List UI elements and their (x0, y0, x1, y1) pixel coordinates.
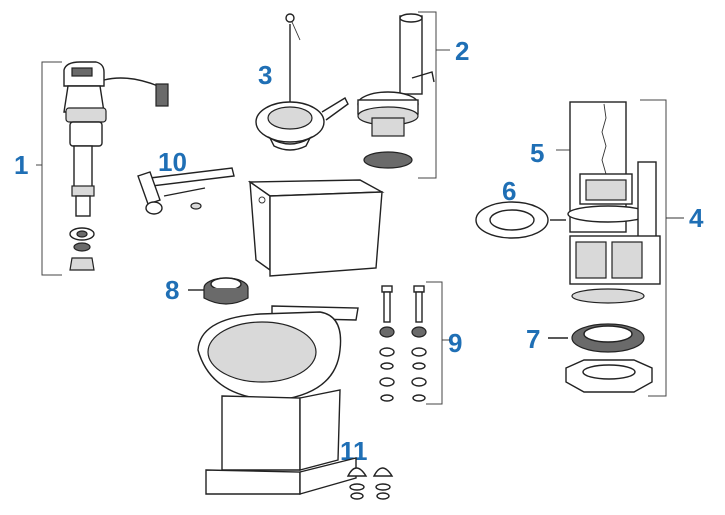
label-flush-valve: 2 (455, 36, 470, 66)
trip-lever-drawing (137, 167, 235, 215)
label-tank-to-bowl-gasket: 7 (526, 324, 541, 354)
bowl-drawing (197, 305, 359, 495)
label-canister-seal: 5 (530, 138, 545, 168)
label-flapper: 3 (258, 60, 273, 90)
tank-bolts-drawing (379, 281, 450, 405)
tank-drawing (247, 179, 385, 277)
tank-gasket-drawing (475, 201, 566, 239)
flapper-drawing (255, 13, 349, 151)
label-trip-lever: 10 (158, 147, 187, 177)
label-tank-gasket: 6 (502, 176, 517, 206)
flush-valve-drawing (357, 11, 450, 179)
label-fill-valve: 1 (14, 150, 29, 180)
canister-frame (569, 101, 627, 233)
label-sponge-gasket: 8 (165, 275, 180, 305)
sponge-gasket-drawing (188, 277, 249, 305)
dual-flush-valve-drawing (548, 99, 684, 397)
bowl-caps-drawing (346, 467, 394, 500)
fill-valve-drawing (36, 61, 169, 276)
label-dual-flush-valve: 4 (689, 203, 704, 233)
label-tank-bolts: 9 (448, 328, 463, 358)
